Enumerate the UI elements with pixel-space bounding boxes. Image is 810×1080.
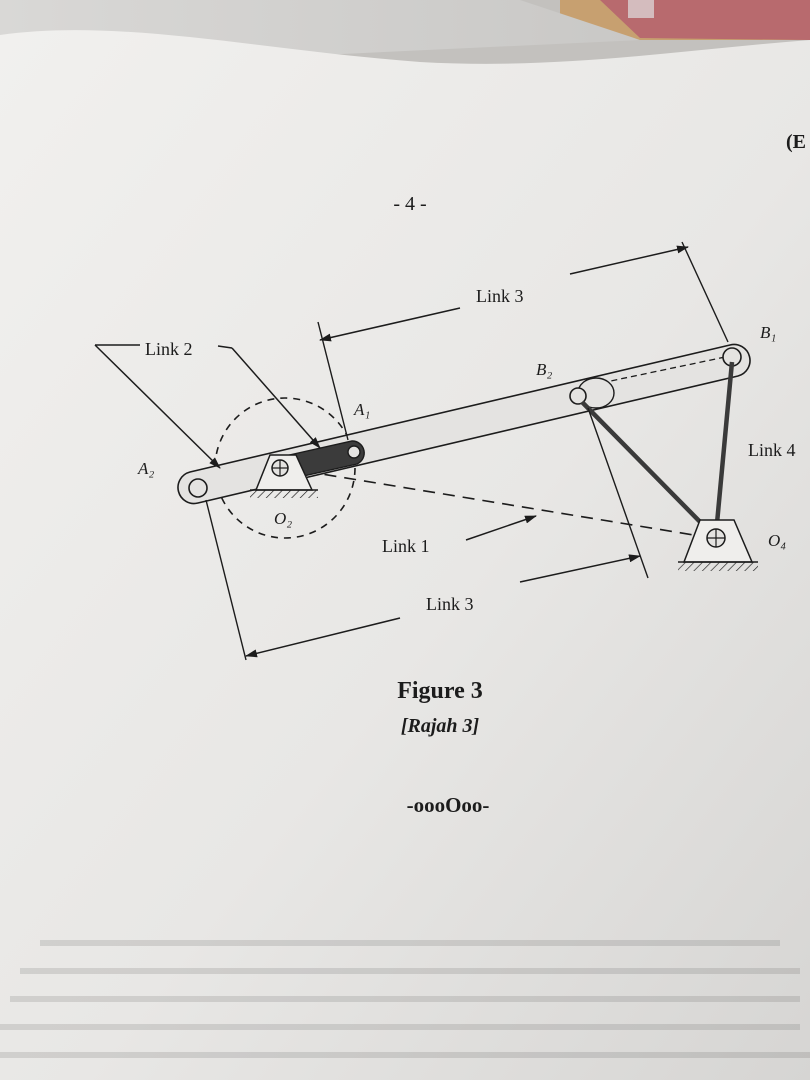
label-a2: A₂: [137, 459, 154, 478]
label-link4: Link 4: [748, 440, 796, 460]
link3-bottom-dim-left: [245, 617, 401, 658]
label-o4: O₄: [768, 531, 786, 550]
diagram-labels: Link 2 Link 3 A₁ A₂ B₁ B₂ Link 4 O₂ O₄ L…: [137, 286, 796, 614]
end-mark: -oooOoo-: [407, 793, 490, 817]
b2-pin: [569, 387, 587, 405]
o4-ground-hatch: [678, 562, 758, 571]
a1-pin: [347, 445, 361, 459]
figure-subtitle: [Rajah 3]: [401, 715, 480, 737]
label-b2: B₂: [536, 360, 552, 379]
link2-leader-left: [94, 344, 221, 469]
crank-path-circle: [214, 397, 356, 539]
label-b1: B₁: [760, 323, 776, 342]
label-link1: Link 1: [382, 536, 430, 556]
mechanism-diagram: [94, 241, 758, 661]
a2-pin: [188, 478, 208, 498]
label-link3-top: Link 3: [476, 286, 524, 306]
link1-leader: [465, 515, 537, 541]
link2-leader-right: [231, 347, 321, 449]
paper-sheet: [0, 30, 810, 1080]
corner-text: (E: [786, 131, 806, 153]
bleed-through-text: [0, 940, 810, 1058]
label-a1: A₁: [353, 400, 370, 419]
page-number: - 4 -: [393, 193, 426, 215]
link1-dashed-line: [284, 467, 713, 539]
link3-top-dim-left: [319, 307, 461, 342]
link3-top-dim-right: [569, 245, 689, 275]
label-o2: O₂: [274, 509, 292, 528]
label-link3-bottom: Link 3: [426, 594, 474, 614]
o2-ground-hatch: [250, 490, 318, 498]
link4-rod-b1: [713, 361, 735, 535]
label-link2: Link 2: [145, 339, 193, 359]
link4-rod-b2: [580, 400, 714, 536]
figure-title: Figure 3: [397, 678, 483, 704]
link3-bottom-dim-right: [519, 554, 641, 583]
